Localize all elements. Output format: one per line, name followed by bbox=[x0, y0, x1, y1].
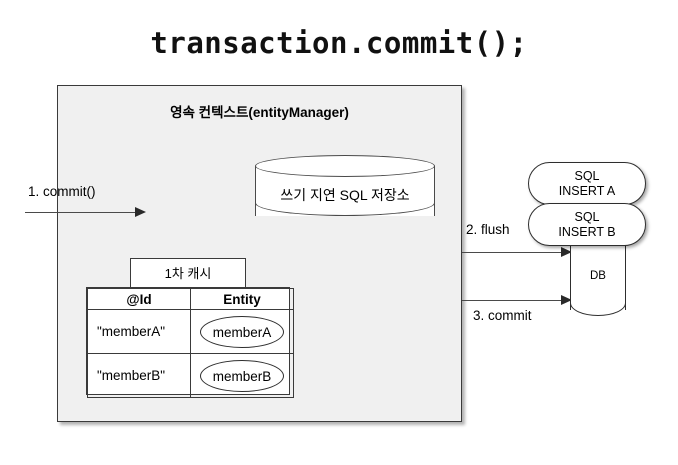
persistence-context-label: 영속 컨텍스트(entityManager) bbox=[170, 105, 349, 120]
table-row: "memberB" memberB bbox=[87, 353, 294, 398]
cell-entity: memberA bbox=[190, 309, 294, 354]
flow-label-commit: 1. commit() bbox=[28, 184, 96, 199]
sql-insert-b-line1: SQL bbox=[574, 210, 600, 224]
sql-store-label: 쓰기 지연 SQL 저장소 bbox=[280, 187, 410, 203]
arrow-line bbox=[462, 252, 562, 253]
sql-insert-b-pill: SQL INSERT B bbox=[528, 203, 646, 246]
first-level-cache-table: @Id Entity "memberA" memberA "memberB" m… bbox=[86, 287, 294, 398]
arrow-line bbox=[462, 300, 562, 301]
cylinder-bottom bbox=[255, 191, 435, 216]
sql-insert-b-line2: INSERT B bbox=[558, 225, 616, 239]
column-header-id: @Id bbox=[87, 288, 191, 310]
arrow-flush bbox=[462, 246, 574, 259]
arrow-commit-in bbox=[25, 206, 147, 219]
page-title: transaction.commit(); bbox=[150, 26, 528, 60]
database-label: DB bbox=[590, 270, 606, 282]
sql-insert-a-pill: SQL INSERT A bbox=[528, 162, 646, 205]
entity-oval: memberA bbox=[200, 315, 284, 348]
entity-oval: memberB bbox=[200, 359, 284, 392]
cell-entity: memberB bbox=[190, 353, 294, 398]
arrow-line bbox=[25, 212, 136, 213]
cell-id: "memberA" bbox=[87, 309, 191, 354]
table-header-row: @Id Entity bbox=[87, 288, 294, 310]
arrow-head bbox=[135, 207, 146, 217]
first-level-cache-tab: 1차 캐시 bbox=[130, 258, 246, 288]
column-header-entity: Entity bbox=[190, 288, 294, 310]
arrow-head bbox=[561, 295, 572, 305]
cylinder-bottom bbox=[570, 290, 626, 316]
arrow-head bbox=[561, 247, 572, 257]
sql-store-cylinder: 쓰기 지연 SQL 저장소 bbox=[255, 155, 435, 227]
cell-id: "memberB" bbox=[87, 353, 191, 398]
arrow-db-commit bbox=[462, 294, 574, 307]
flow-label-flush: 2. flush bbox=[466, 222, 510, 237]
table-row: "memberA" memberA bbox=[87, 309, 294, 354]
sql-insert-a-line2: INSERT A bbox=[558, 184, 616, 198]
cylinder-top bbox=[255, 155, 435, 177]
sql-insert-a-line1: SQL bbox=[574, 169, 600, 183]
flow-label-db-commit: 3. commit bbox=[473, 308, 532, 323]
